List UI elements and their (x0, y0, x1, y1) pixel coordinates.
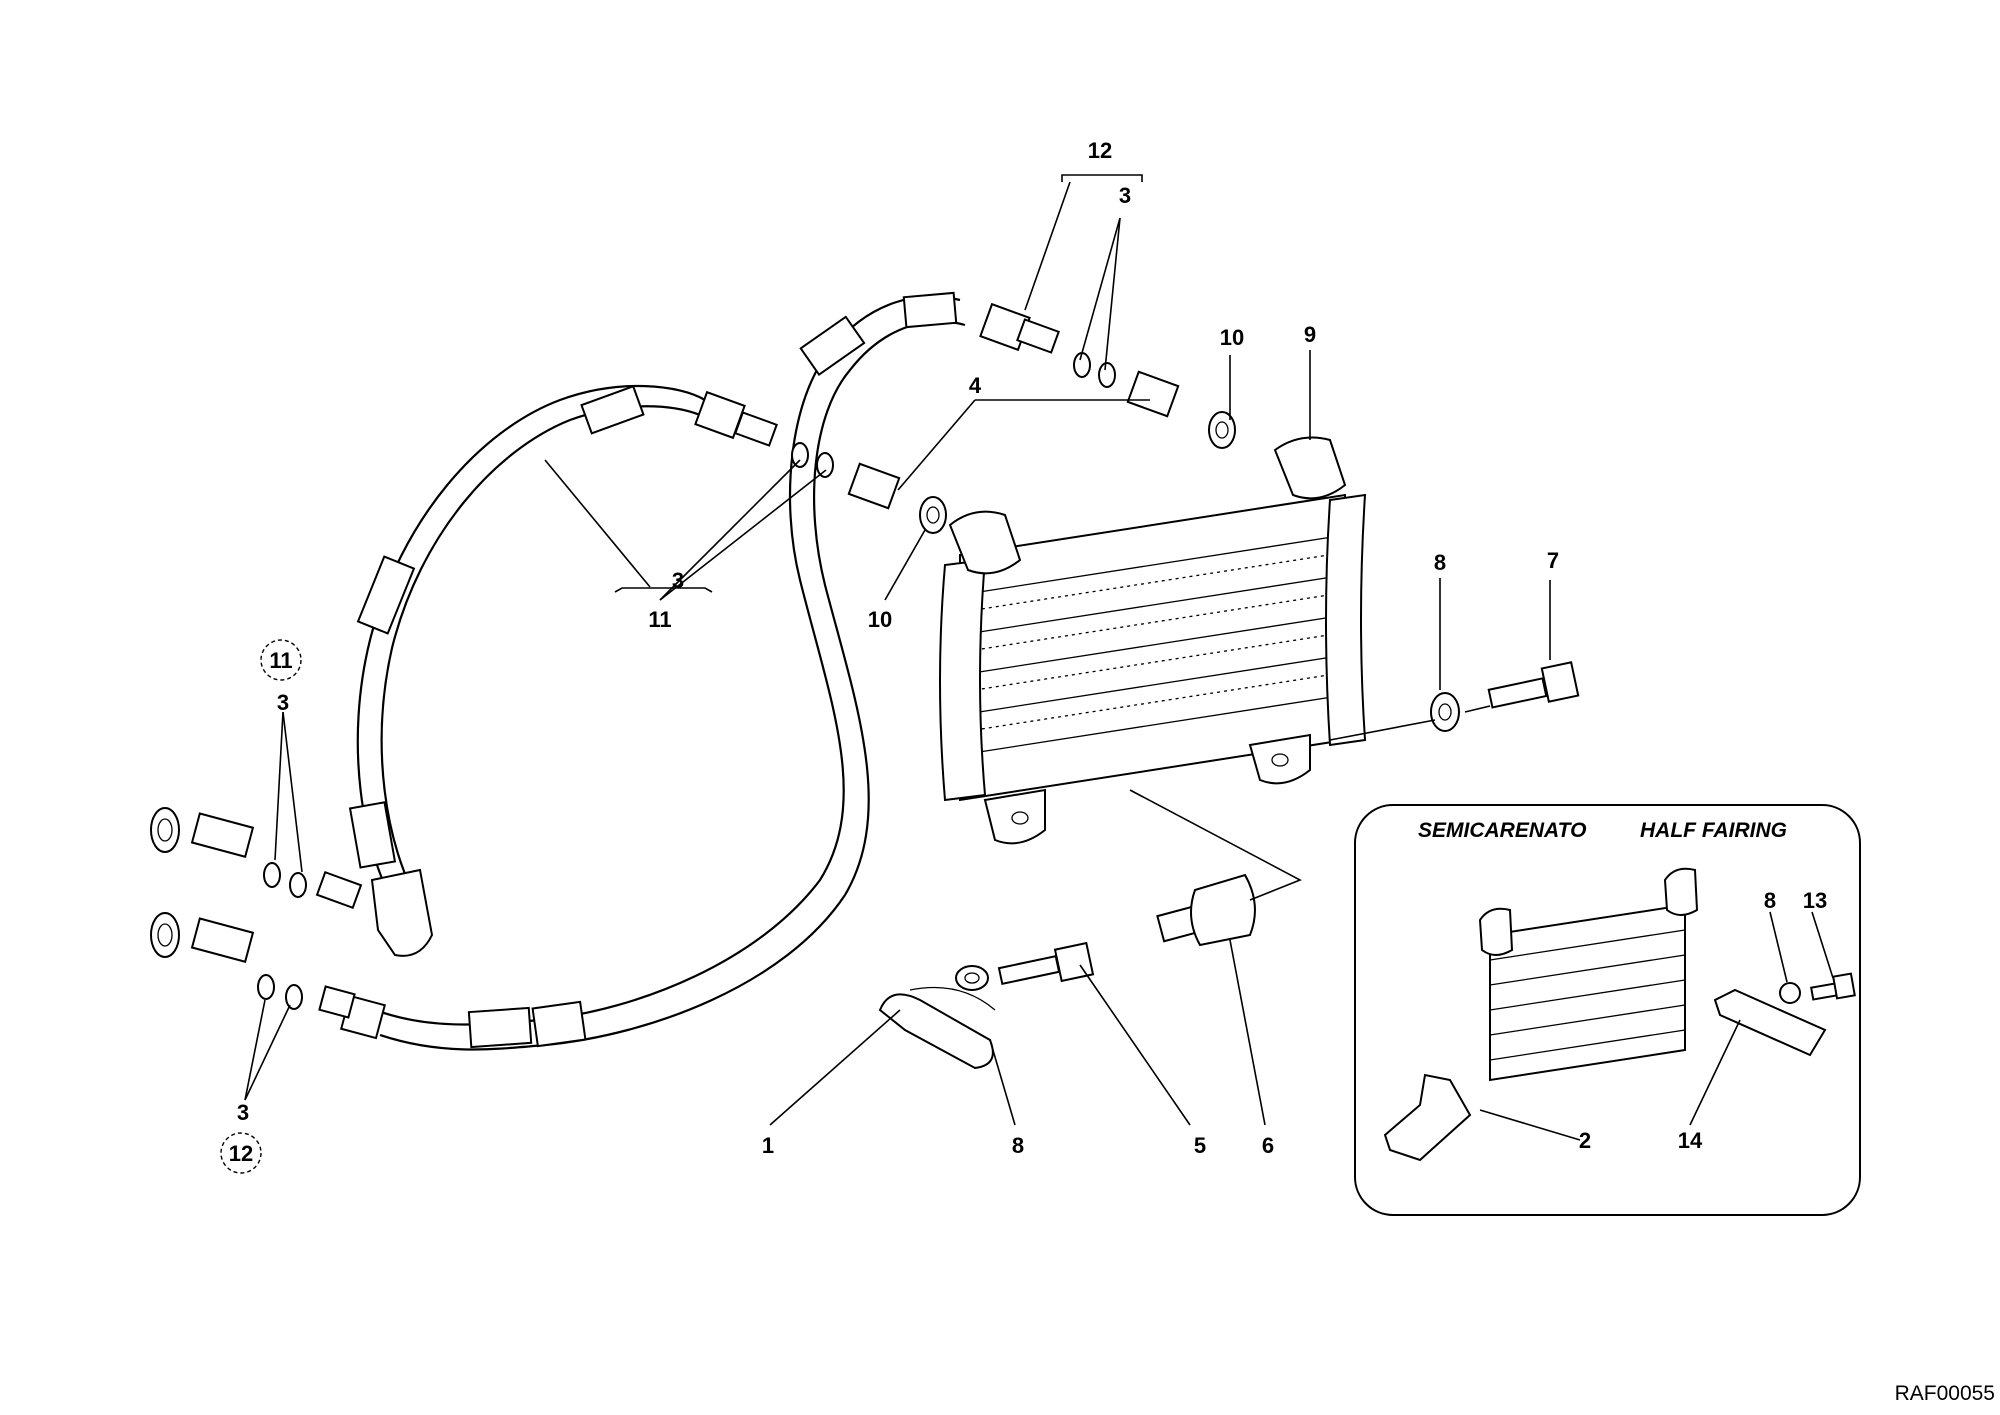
inset-half-fairing (1354, 804, 1861, 1216)
callout-11-mid: 11 (648, 607, 671, 632)
callout-12-circled: 12 (229, 1141, 253, 1166)
spacer-6 (1156, 873, 1256, 947)
adaptors-4 (847, 370, 1180, 510)
callout-9: 9 (1304, 322, 1316, 347)
circled-refs (220, 639, 302, 1174)
inset-title-english: HALF FAIRING (1640, 819, 1787, 842)
callout-8-bottom: 8 (1012, 1133, 1024, 1158)
washers-10 (919, 411, 1236, 534)
callout-7: 7 (1547, 548, 1559, 573)
washer-8-bottom (955, 965, 989, 991)
inset-title-italian: SEMICARENATO (1418, 819, 1586, 842)
oil-cooler (939, 436, 1367, 845)
callout-3-left-lower: 3 (237, 1100, 249, 1125)
callout-1: 1 (762, 1133, 774, 1158)
callout-14: 14 (1678, 1128, 1703, 1153)
callout-3-mid: 3 (672, 568, 684, 593)
drawing-reference: RAF00055 (1895, 1382, 1995, 1405)
callout-4: 4 (969, 373, 982, 398)
hose-12 (318, 291, 1060, 1051)
leader-lines (244, 174, 1551, 1126)
callout-8-right: 8 (1434, 550, 1446, 575)
callout-13: 13 (1803, 888, 1827, 913)
hose-11 (348, 384, 778, 957)
callout-8-inset: 8 (1764, 888, 1776, 913)
callout-3-top: 3 (1119, 183, 1131, 208)
callout-11-circled: 11 (269, 648, 292, 673)
screw-5 (997, 941, 1095, 986)
left-adaptors (150, 807, 363, 963)
callout-5: 5 (1194, 1133, 1206, 1158)
callout-6: 6 (1262, 1133, 1274, 1158)
callout-labels: 12 3 10 9 4 3 11 10 8 7 11 3 3 12 1 8 5 … (229, 138, 1827, 1166)
callout-2: 2 (1579, 1128, 1591, 1153)
callout-12-top: 12 (1088, 138, 1112, 163)
clip-1 (878, 986, 996, 1070)
callout-3-left-upper: 3 (277, 690, 289, 715)
washer-8-right (1430, 692, 1460, 732)
screw-7 (1487, 661, 1580, 709)
callout-10-mid: 10 (868, 607, 892, 632)
o-rings-3 (257, 352, 1116, 1010)
callout-10-top: 10 (1220, 325, 1244, 350)
